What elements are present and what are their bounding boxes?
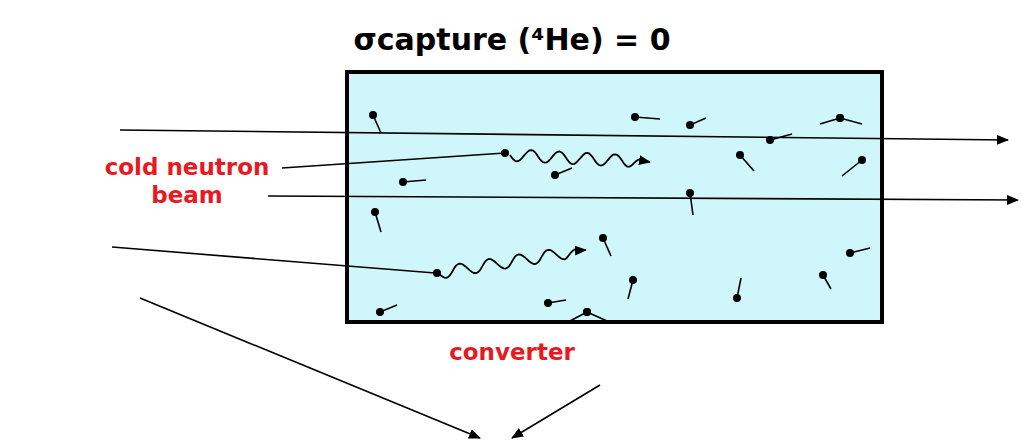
helium-atom: [583, 308, 591, 316]
helium-atom: [583, 308, 591, 316]
helium-atom: [836, 114, 844, 122]
helium-atom: [376, 308, 384, 316]
helium-atom: [631, 113, 639, 121]
helium-atom: [629, 276, 637, 284]
pointer-lines: [140, 298, 600, 438]
helium-atom: [551, 171, 559, 179]
title: σcapture (⁴He) = 0: [262, 22, 762, 57]
helium-atom: [836, 114, 844, 122]
helium-atom: [766, 136, 774, 144]
helium-atom: [599, 234, 607, 242]
helium-atom: [733, 294, 741, 302]
helium-atom: [736, 151, 744, 159]
beam-label: cold neutron beam: [92, 153, 282, 209]
helium-atom: [501, 149, 509, 157]
converter-label: converter: [412, 339, 612, 365]
beam-lines: [112, 130, 1018, 273]
helium-atom: [846, 249, 854, 257]
wavy-arrows: [438, 150, 650, 278]
helium-atom: [819, 271, 827, 279]
helium-atom: [686, 189, 694, 197]
helium-atom: [686, 121, 694, 129]
helium-atom: [433, 269, 441, 277]
scatter-dots: [369, 111, 870, 321]
helium-atom: [369, 111, 377, 119]
helium-atom: [371, 208, 379, 216]
helium-atom: [544, 299, 552, 307]
helium-atom: [399, 178, 407, 186]
helium-atom: [858, 156, 866, 164]
